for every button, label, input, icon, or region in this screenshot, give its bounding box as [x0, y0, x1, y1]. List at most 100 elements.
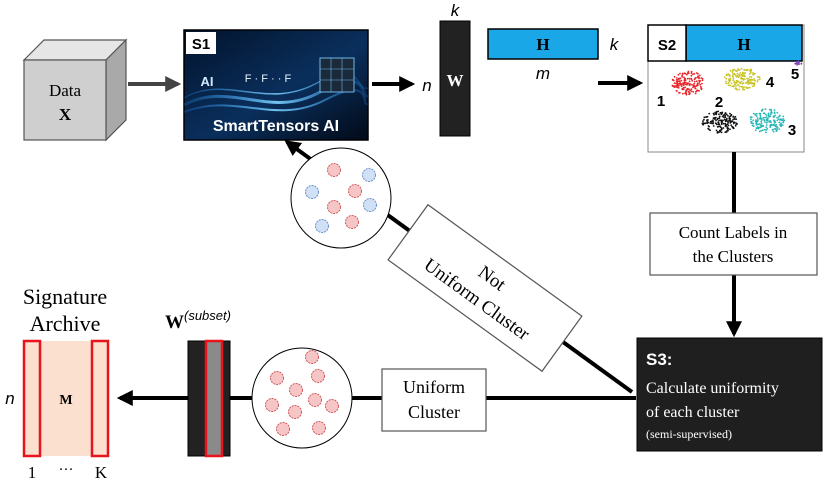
cluster-point: [698, 77, 700, 80]
cluster-point: [759, 124, 762, 127]
cluster-point: [736, 75, 739, 77]
cluster-point: [680, 85, 683, 88]
cluster-point: [676, 77, 678, 79]
not-uniform-circle: [290, 147, 392, 249]
cluster-point: [673, 82, 676, 84]
count-labels-line1: Count Labels in: [679, 223, 788, 242]
cluster-point: [738, 81, 740, 83]
cluster-point: [752, 122, 755, 125]
cluster-point: [743, 68, 745, 71]
cluster-point: [698, 74, 701, 77]
cluster-point: [684, 83, 687, 86]
cluster-point: [764, 121, 766, 123]
cluster-point: [735, 85, 737, 87]
uniform-line2: Cluster: [408, 402, 460, 422]
cluster-point: [746, 77, 748, 80]
cluster-point: [771, 112, 773, 114]
cluster-point: [756, 120, 759, 123]
cluster-point: [728, 79, 730, 82]
uniform-line1: Uniform: [403, 377, 465, 397]
cluster-point: [699, 83, 702, 86]
cluster-label-3: 3: [788, 122, 796, 139]
s3-line2: of each cluster: [646, 404, 740, 421]
cluster-point: [750, 76, 753, 78]
cluster-point: [769, 120, 771, 122]
cluster-point: [730, 124, 733, 126]
cluster-point: [744, 82, 747, 84]
cluster-point: [752, 72, 754, 74]
cluster-point: [705, 116, 708, 118]
cluster-point: [765, 121, 768, 124]
cluster-point: [726, 117, 728, 120]
cluster-point: [677, 73, 680, 76]
cluster-point: [755, 124, 758, 126]
cluster-point: [725, 124, 728, 126]
cluster-4-points: [749, 108, 786, 134]
cluster-point: [734, 115, 737, 118]
w-label: W: [447, 71, 464, 90]
s3-box: S3: Calculate uniformity of each cluster…: [636, 337, 823, 452]
cluster-point: [677, 87, 680, 89]
cluster-point: [761, 119, 763, 121]
cluster-point: [782, 118, 785, 120]
cluster-point: [702, 122, 704, 124]
cluster-point: [730, 82, 733, 85]
cluster-point: [760, 120, 763, 123]
cluster-point: [758, 130, 761, 133]
cluster-point: [778, 128, 781, 131]
cluster-point: [738, 88, 741, 91]
cluster-point: [800, 63, 803, 65]
s1-caption: SmartTensors AI: [213, 118, 339, 135]
cluster-label-2: 2: [715, 94, 723, 111]
w-subset-sup: (subset): [184, 308, 231, 323]
cluster-point: [733, 121, 736, 124]
cluster-point: [756, 80, 759, 83]
cluster-point: [749, 80, 752, 82]
cluster-point: [694, 87, 696, 90]
s3-line1: Calculate uniformity: [646, 380, 779, 397]
cluster-point: [732, 126, 734, 128]
cluster-point: [761, 129, 764, 132]
cluster-point: [727, 115, 729, 117]
cluster-point: [742, 88, 744, 91]
archive-left-dim: n: [5, 389, 14, 408]
cluster-point: [687, 90, 690, 93]
cluster-point: [752, 85, 754, 88]
cluster-point: [680, 79, 683, 82]
s2-h-label: H: [737, 35, 750, 54]
cluster-point: [743, 88, 746, 91]
cluster-point: [692, 84, 694, 87]
cluster-point: [690, 77, 693, 80]
cluster-point: [781, 124, 784, 126]
cluster-point: [775, 123, 777, 126]
cluster-point: [780, 123, 783, 126]
cluster-point: [679, 77, 682, 80]
cluster-point: [694, 92, 697, 95]
cluster-point: [702, 123, 705, 126]
cluster-point: [725, 77, 728, 80]
cluster-point: [735, 118, 738, 120]
cluster-point: [719, 130, 722, 133]
cluster-point: [700, 87, 703, 90]
cluster-point: [765, 115, 768, 117]
cluster-point: [692, 73, 694, 76]
cluster-point: [740, 80, 743, 83]
data-cube-label: Data: [49, 81, 82, 100]
h-bottom-dim: m: [536, 64, 550, 83]
cluster-point: [734, 83, 736, 86]
cluster-point: [673, 85, 675, 88]
w-subset-label: W(subset): [165, 308, 231, 333]
cluster-point: [725, 113, 728, 116]
cluster-point: [727, 82, 730, 84]
cluster-point: [698, 89, 700, 92]
cluster-point: [732, 77, 735, 80]
cluster-point: [737, 68, 739, 70]
cluster-point: [720, 128, 723, 131]
cluster-point: [722, 122, 725, 125]
cluster-point: [733, 68, 736, 71]
cluster-point: [724, 120, 727, 123]
cluster-point: [699, 79, 701, 82]
cluster-point: [733, 117, 736, 119]
cluster-point: [734, 124, 737, 127]
cluster-point: [681, 76, 684, 78]
